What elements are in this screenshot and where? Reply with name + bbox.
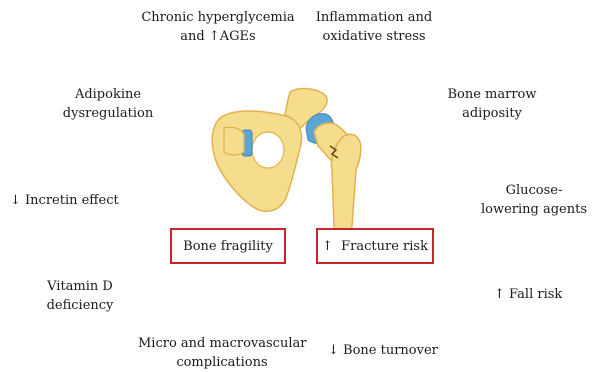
factor-marrow-line2: adiposity bbox=[432, 104, 552, 123]
femur-icon bbox=[306, 114, 361, 235]
factor-hyperglycemia: Chronic hyperglycemia and ↑AGEs bbox=[138, 8, 298, 46]
fracture-risk-label: ↑ Fracture risk bbox=[322, 239, 428, 254]
factor-adipokine-line2: dysregulation bbox=[48, 104, 168, 123]
factor-vascular-line1: Micro and macrovascular bbox=[138, 334, 306, 353]
factor-inflammation-line1: Inflammation and bbox=[304, 8, 444, 27]
factor-fall-risk: ↑ Fall risk bbox=[494, 285, 562, 304]
factor-vascular-line2: complications bbox=[138, 353, 306, 372]
factor-vitamin-d-line2: deficiency bbox=[28, 296, 132, 315]
factor-glucose-agents: Glucose- lowering agents bbox=[472, 181, 596, 219]
factor-vitamin-d-line1: Vitamin D bbox=[28, 277, 132, 296]
factor-incretin: ↓ Incretin effect bbox=[10, 191, 119, 210]
pelvis-icon bbox=[212, 89, 327, 212]
bone-fragility-label: Bone fragility bbox=[183, 239, 273, 254]
factor-turnover: ↓ Bone turnover bbox=[328, 341, 438, 360]
factor-vascular: Micro and macrovascular complications bbox=[138, 334, 306, 372]
bone-fragility-box: Bone fragility bbox=[170, 228, 286, 264]
factor-hyperglycemia-line2: and ↑AGEs bbox=[138, 27, 298, 46]
factor-vitamin-d: Vitamin D deficiency bbox=[28, 277, 132, 315]
factor-hyperglycemia-line1: Chronic hyperglycemia bbox=[138, 8, 298, 27]
fracture-risk-box: ↑ Fracture risk bbox=[316, 228, 434, 264]
factor-glucose-agents-line1: Glucose- bbox=[472, 181, 596, 200]
factor-inflammation-line2: oxidative stress bbox=[304, 27, 444, 46]
factor-adipokine-line1: Adipokine bbox=[48, 85, 168, 104]
factor-marrow-line1: Bone marrow bbox=[432, 85, 552, 104]
factor-glucose-agents-line2: lowering agents bbox=[472, 200, 596, 219]
factor-marrow: Bone marrow adiposity bbox=[432, 85, 552, 123]
factor-inflammation: Inflammation and oxidative stress bbox=[304, 8, 444, 46]
factor-adipokine: Adipokine dysregulation bbox=[48, 85, 168, 123]
